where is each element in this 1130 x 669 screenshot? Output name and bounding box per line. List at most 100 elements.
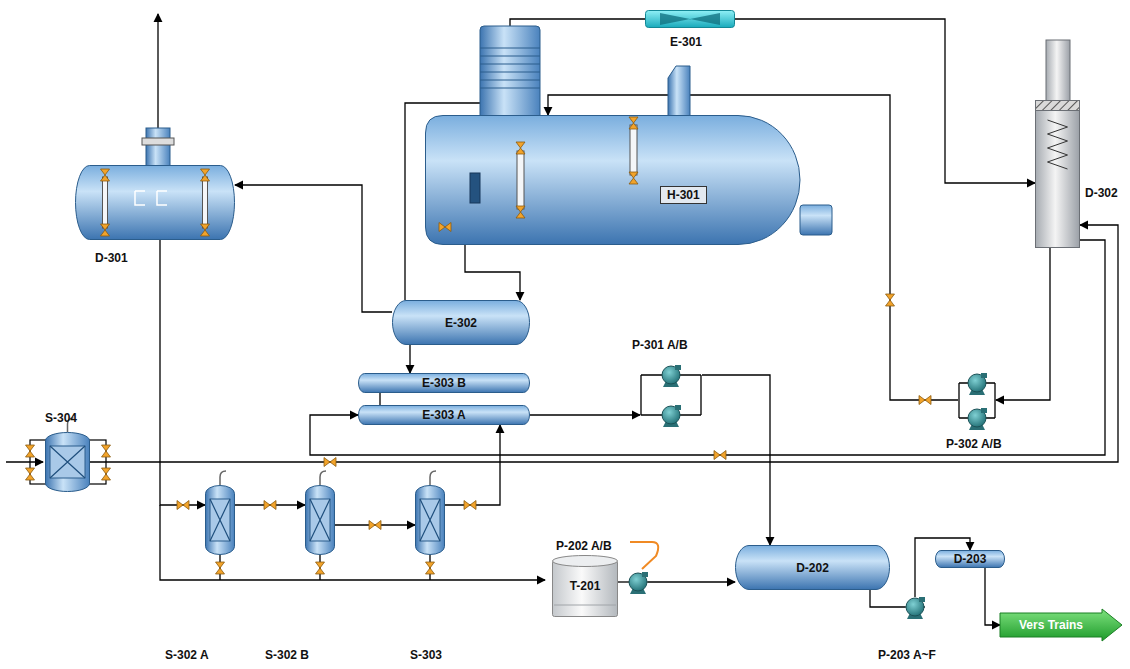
tag-holder: E-303 B [358,373,530,393]
equipment-shape [640,357,702,435]
bed-cross [50,446,85,478]
pump-casing [968,374,986,392]
pump-nozzle [981,408,987,413]
pipe-line [160,240,205,505]
valve-symbol [439,223,451,232]
vessel-body [359,406,530,425]
equipment-tag: S-302 B [265,648,309,662]
tag-holder: S-302 B [265,645,309,663]
pipe-line [379,393,380,405]
pipe-line [985,568,1000,625]
heat-exchanger: E-302 [392,300,530,345]
drawing-use [324,458,336,467]
pump-casing [629,573,647,591]
equipment-tag: D-301 [95,251,128,265]
equipment-tag: D-302 [1085,186,1118,200]
flow-arrow: Vers Trains [1000,609,1122,641]
drawing-path [6,461,43,462]
tag-holder: P-301 A/B [632,335,688,353]
level-gauge [103,177,108,228]
level-gauge [630,125,637,175]
manhole [470,173,480,203]
heater-stack [668,66,690,120]
drawing-use [26,445,35,457]
pipe-line [310,240,1105,455]
vessel-body [416,486,445,555]
pump-nozzle [642,572,648,577]
tag-holder: D-301 [95,248,128,266]
equipment-tag: P-202 A/B [556,539,612,553]
filter-bed [50,446,85,478]
equipment-shape [305,485,335,555]
pump-pair: P-301 A/B [640,357,702,435]
flow-arrow-shape [1000,609,1122,641]
pipe-line [445,425,500,505]
filter-vessel: S-304 [45,432,90,492]
drawing-rect [146,128,170,168]
equipment-shape [45,432,90,492]
pump-casing [662,406,680,424]
tag-holder: D-203 [935,550,1005,568]
valve-symbol [629,117,638,129]
drawing-use [177,501,189,510]
equipment-tag: E-301 [670,35,702,49]
vessel-body [936,551,1005,568]
drawing-use [26,468,35,480]
tank-roof [553,556,618,567]
equipment-shape [1035,100,1080,248]
drawing-use [919,396,931,405]
fired-heater: H-301 [425,115,800,245]
equipment-shape [205,485,235,555]
equipment-tag: E-303 A [422,408,466,422]
tag-holder: E-303 A [358,405,530,425]
filter-bypass [6,440,111,484]
equipment-tag: P-302 A/B [946,437,1002,451]
drawing-path [668,66,690,120]
pipe-line [90,225,1118,462]
drawing-path [630,542,658,569]
bed-cross [310,499,330,541]
drawing-rect [800,205,832,235]
separator-vessel: S-303 [415,485,445,555]
bed-cross [210,499,230,541]
vent-hook [430,471,436,485]
tag-holder: S-304 [45,408,77,426]
column-top [1046,40,1070,102]
vessel-body [46,433,90,492]
equipment-shape [415,485,445,555]
equipment-tag: E-302 [445,316,477,330]
heater-column [480,26,540,120]
drawing-rect [142,138,174,145]
equipment-shape [905,597,925,617]
tag-holder: T-201 [552,555,618,617]
heater-body [426,116,801,245]
storage-tank: T-201 [552,555,618,617]
pipe-line [530,414,640,415]
pipe-group [90,19,1118,625]
level-gauge [517,151,524,209]
valve-symbol [101,224,110,236]
pump: P-203 A~F [905,597,925,617]
drawing-path [480,48,540,88]
equipment-tag: Vers Trains [1019,618,1083,632]
separator-vessel: S-302 B [305,485,335,555]
valve-symbol [101,169,110,181]
equipment-shape [958,370,996,432]
horizontal-vessel: D-203 [935,550,1005,568]
horizontal-vessel: D-301 [75,165,235,240]
tag-holder: H-301 [660,185,707,204]
signal-leader [630,542,658,569]
pipe-line [870,590,905,607]
pump-pair: P-302 A/B [958,370,996,432]
pump: P-202 A/B [628,572,648,592]
cooler-body [646,11,735,28]
drawing-use [886,294,895,306]
valve-symbol [201,169,210,181]
equipment-shape [645,10,735,28]
tag-holder: P-203 A~F [878,645,936,663]
internal-baffle [157,191,167,205]
valve-symbol [629,172,638,184]
filter-bed [310,499,330,541]
